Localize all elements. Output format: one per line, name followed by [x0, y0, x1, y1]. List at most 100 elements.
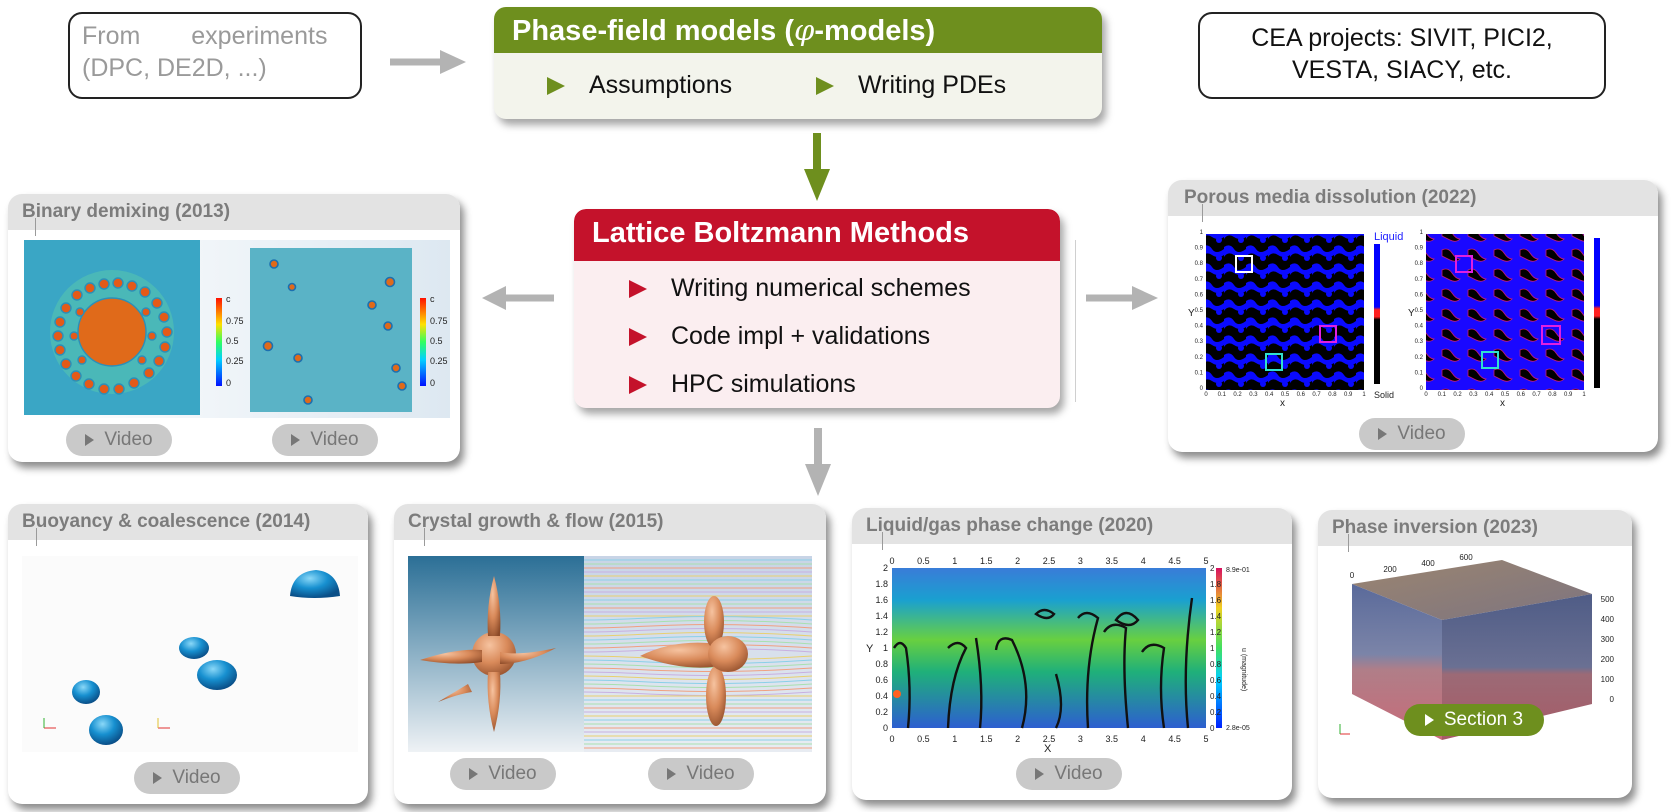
- video-button[interactable]: Video: [1016, 758, 1122, 790]
- bubble: [72, 680, 100, 704]
- streamline: [583, 679, 812, 685]
- y-tick-label: 0.4: [1415, 324, 1424, 330]
- streamline: [583, 691, 812, 697]
- axis-label-x: X: [1044, 743, 1052, 754]
- y-tick-label: 1.4: [875, 611, 888, 621]
- x-tick-label-top: 3: [1078, 556, 1083, 566]
- play-icon: [85, 434, 95, 446]
- buoyancy-figure: [22, 556, 358, 752]
- video-button[interactable]: Video: [1359, 418, 1465, 450]
- phase-field-title-pre: Phase-field models (: [512, 15, 795, 47]
- bubble: [197, 660, 237, 690]
- x-tick-label: 1: [1362, 392, 1366, 398]
- play-icon: [1378, 428, 1388, 440]
- y-tick-label-right: 1.6: [1210, 596, 1222, 605]
- x-tick-label: 0.5: [917, 734, 930, 744]
- video-button[interactable]: Video: [648, 758, 754, 790]
- x-tick-label-top: 5: [1203, 556, 1208, 566]
- x-tick-label: 0.1: [1438, 392, 1447, 398]
- x-tick-label: 0.8: [1548, 392, 1557, 398]
- streamline: [583, 639, 812, 645]
- x-tick-label: 0.9: [1564, 392, 1573, 398]
- phase-field-title: Phase-field models (φ-models): [494, 7, 1102, 53]
- y-tick-label: 0.8: [1415, 261, 1424, 267]
- lbm-title: Lattice Boltzmann Methods: [574, 209, 1060, 261]
- x-tick-label: 0.5: [1281, 392, 1290, 398]
- x-tick-label: 0.4: [1485, 392, 1494, 398]
- panel-title: Phase inversion (2023): [1318, 510, 1632, 546]
- top-tick-label: 200: [1383, 565, 1397, 574]
- video-button[interactable]: Video: [66, 424, 172, 456]
- experiments-box: From experiments (DPC, DE2D, ...): [68, 12, 362, 99]
- x-tick-label: 2: [1015, 734, 1020, 744]
- play-icon: [1424, 714, 1434, 726]
- title-tick: [424, 528, 425, 546]
- panel-title: Binary demixing (2013): [8, 194, 460, 230]
- side-tick-label: 0: [1610, 695, 1615, 704]
- title-tick: [1348, 534, 1349, 552]
- y-tick-label: 0.4: [1195, 324, 1204, 330]
- bullet-triangle-icon: [629, 375, 647, 394]
- x-tick-label: 0.6: [1297, 392, 1306, 398]
- video-button[interactable]: Video: [450, 758, 556, 790]
- bullet-label: Assumptions: [589, 71, 733, 99]
- video-button[interactable]: Video: [134, 762, 240, 794]
- axis-label-y: Y: [1188, 308, 1195, 319]
- axis-label-x: x: [1500, 398, 1505, 408]
- video-label: Video: [104, 429, 153, 450]
- arrow-phasefield-to-lbm: [804, 133, 830, 201]
- y-tick-label: 0.8: [1195, 261, 1204, 267]
- x-tick-label: 0.5: [1501, 392, 1510, 398]
- video-label: Video: [1054, 763, 1103, 784]
- title-tick: [35, 218, 36, 236]
- panel-title: Buoyancy & coalescence (2014): [8, 504, 368, 540]
- play-icon: [667, 768, 677, 780]
- panel-crystal-growth: Crystal growth & flow (2015): [394, 504, 826, 804]
- y-tick-label: 0.9: [1415, 246, 1424, 252]
- y-tick-label: 1.2: [875, 627, 888, 637]
- streamline: [583, 675, 812, 681]
- bubble: [179, 637, 209, 659]
- y-tick-label: 0.2: [1415, 355, 1424, 361]
- panel-porous-media: Porous media dissolution (2022) Y x: [1168, 180, 1658, 452]
- experiments-line1: From experiments: [82, 22, 328, 50]
- y-tick-label: 0: [1420, 386, 1424, 392]
- panel-title: Liquid/gas phase change (2020): [852, 508, 1292, 544]
- legend-solid: Solid: [1374, 390, 1394, 400]
- video-label: Video: [172, 767, 221, 788]
- side-tick-label: 200: [1601, 655, 1615, 664]
- lbm-right-rule: [1075, 240, 1076, 402]
- x-tick-label: 0.6: [1517, 392, 1526, 398]
- x-tick-label: 0.7: [1532, 392, 1541, 398]
- axes-icon: [43, 718, 170, 729]
- x-tick-label: 0.4: [1265, 392, 1274, 398]
- side-tick-label: 500: [1601, 595, 1615, 604]
- x-tick-label: 1.5: [980, 734, 993, 744]
- streamlines: [583, 559, 812, 749]
- liquid-gas-figure: 8.9e-01 2.8e-05 u (magnitude) Y X 000.50…: [866, 556, 1250, 754]
- video-button[interactable]: Video: [272, 424, 378, 456]
- x-tick-label: 1: [952, 734, 957, 744]
- crystal-figure: [408, 556, 812, 752]
- x-tick-label: 0.3: [1469, 392, 1478, 398]
- top-tick-label: 400: [1421, 559, 1435, 568]
- x-tick-label: 4.5: [1168, 734, 1181, 744]
- y-tick-label: 0.2: [1195, 355, 1204, 361]
- arrow-experiments-to-phasefield: [390, 50, 466, 74]
- y-tick-label: 2: [883, 563, 888, 573]
- liquid-bubbles: [892, 597, 1194, 729]
- streamline: [583, 671, 812, 677]
- play-icon: [153, 772, 163, 784]
- cbar-top-label: 8.9e-01: [1226, 567, 1250, 574]
- x-tick-label-top: 0: [889, 556, 894, 566]
- cea-projects-box: CEA projects: SIVIT, PICI2, VESTA, SIACY…: [1198, 12, 1606, 99]
- bullet-triangle-icon: [547, 76, 565, 95]
- y-tick-label: 0: [1200, 386, 1204, 392]
- x-tick-label: 0.2: [1233, 392, 1242, 398]
- arrow-lbm-down: [805, 428, 831, 496]
- section-3-button[interactable]: Section 3: [1404, 704, 1544, 736]
- video-label: Video: [310, 429, 359, 450]
- section-label: Section 3: [1443, 709, 1524, 730]
- x-tick-label: 0: [889, 734, 894, 744]
- y-tick-label: 0.3: [1195, 339, 1204, 345]
